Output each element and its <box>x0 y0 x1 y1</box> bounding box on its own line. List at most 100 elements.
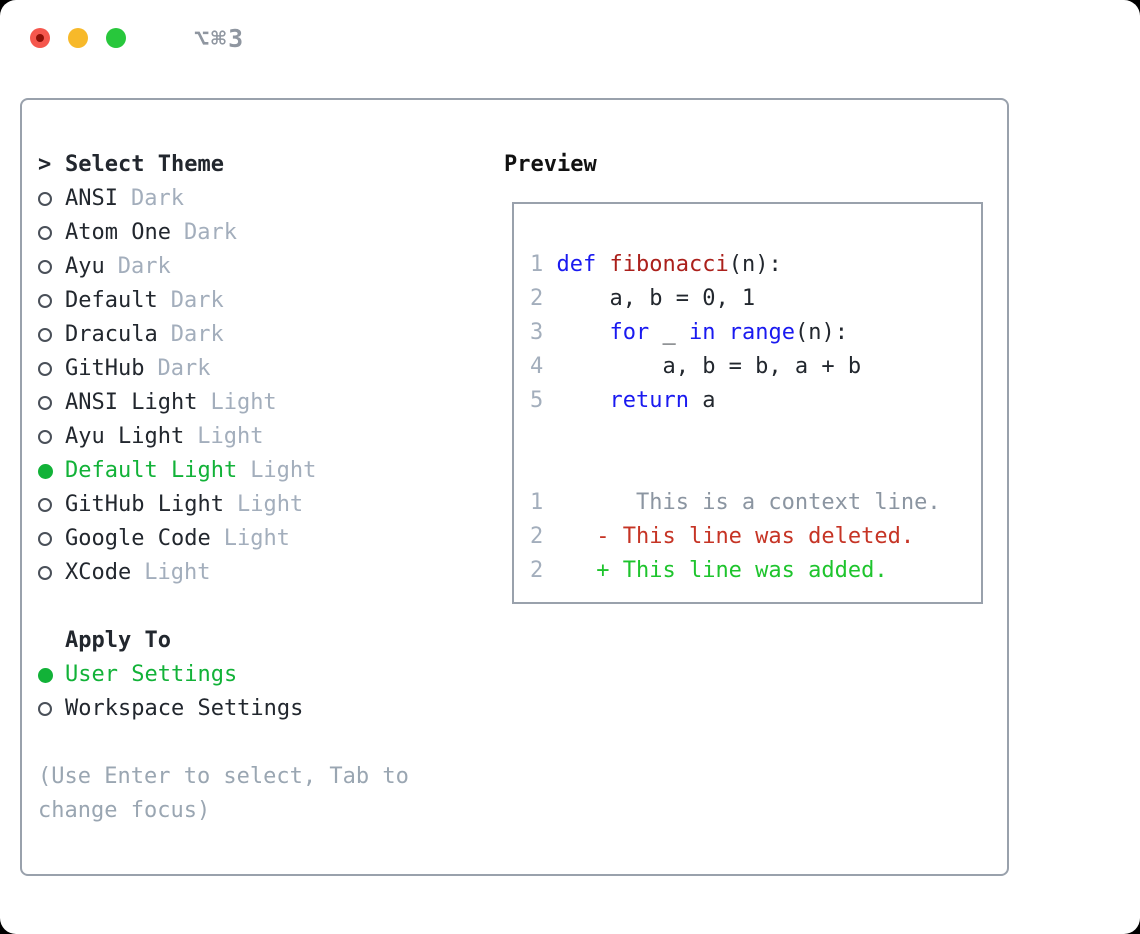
spacer <box>38 726 470 760</box>
theme-variant-tag: Light <box>236 492 304 517</box>
code-token <box>715 320 728 345</box>
apply-to-option-label: User Settings <box>65 662 238 687</box>
radio-icon <box>38 362 52 376</box>
close-dot-icon <box>36 34 44 42</box>
zoom-button[interactable] <box>106 28 126 48</box>
theme-variant-tag: Dark <box>157 356 211 381</box>
radio-selected-icon <box>38 667 53 683</box>
diff-line: 2 - This line was deleted. <box>530 520 981 554</box>
theme-variant-tag: Light <box>197 424 264 449</box>
line-number: 5 <box>530 388 557 413</box>
radio-cell <box>38 294 65 308</box>
line-number: 1 <box>530 252 557 277</box>
radio-icon <box>38 396 52 410</box>
blank-line <box>530 452 981 486</box>
diff-text: + This line was added. <box>596 558 888 583</box>
radio-cell <box>38 362 65 376</box>
theme-option-label: Atom One <box>65 220 171 245</box>
theme-variant-tag: Dark <box>170 322 224 347</box>
theme-option-label: Default Light <box>65 458 238 483</box>
code-token: fibonacci <box>609 252 729 277</box>
theme-option[interactable]: XCode Light <box>38 556 470 590</box>
code-token: _ <box>649 320 689 345</box>
theme-option-label: Google Code <box>65 526 211 551</box>
theme-option[interactable]: Ayu Light Light <box>38 420 470 454</box>
apply-to-option[interactable]: Workspace Settings <box>38 692 470 726</box>
theme-option[interactable]: GitHub Light Light <box>38 488 470 522</box>
minimize-button[interactable] <box>68 28 88 48</box>
code-line: 2 a, b = 0, 1 <box>530 282 981 316</box>
apply-to-title: Apply To <box>65 628 171 653</box>
apply-to-option[interactable]: User Settings <box>38 658 470 692</box>
radio-cell <box>38 532 65 546</box>
code-line: 1 def fibonacci(n): <box>530 248 981 282</box>
theme-option-label: ANSI Light <box>65 390 198 415</box>
line-number: 2 <box>530 286 557 311</box>
theme-variant-tag: Dark <box>117 254 171 279</box>
code-token: a <box>688 388 716 413</box>
radio-icon <box>38 430 52 444</box>
radio-cell <box>38 498 65 512</box>
code-token: return <box>609 388 689 413</box>
radio-cell <box>38 328 65 342</box>
code-line: 4 a, b = b, a + b <box>530 350 981 384</box>
radio-cell <box>38 226 65 240</box>
diff-text: - This line was deleted. <box>596 524 915 549</box>
line-number: 3 <box>530 320 557 345</box>
radio-cell <box>38 702 65 716</box>
code-token: range <box>728 320 795 345</box>
close-button[interactable] <box>30 28 50 48</box>
theme-option[interactable]: Dracula Dark <box>38 318 470 352</box>
theme-option-label: Dracula <box>65 322 158 347</box>
theme-option[interactable]: Default Light Light <box>38 454 470 488</box>
cursor-marker: > <box>38 148 65 182</box>
apply-to-header: Apply To <box>38 624 470 658</box>
radio-cell <box>38 192 65 206</box>
theme-option[interactable]: Google Code Light <box>38 522 470 556</box>
diff-line: 2 + This line was added. <box>530 554 981 588</box>
theme-option-label: GitHub <box>65 356 145 381</box>
theme-variant-tag: Light <box>223 526 290 551</box>
code-token: def <box>556 252 597 277</box>
theme-variant-tag: Dark <box>130 186 184 211</box>
traffic-lights <box>30 28 144 48</box>
theme-option-label: XCode <box>65 560 132 585</box>
preview-heading: Preview <box>504 152 597 177</box>
radio-cell <box>38 396 65 410</box>
apply-to-option-label: Workspace Settings <box>65 696 304 721</box>
blank-line <box>530 418 981 452</box>
line-number: 2 <box>530 558 597 583</box>
radio-icon <box>38 532 52 546</box>
diff-line: 1 This is a context line. <box>530 486 981 520</box>
theme-option[interactable]: GitHub Dark <box>38 352 470 386</box>
radio-icon <box>38 328 52 342</box>
radio-icon <box>38 260 52 274</box>
radio-icon <box>38 226 52 240</box>
code-line: 5 return a <box>530 384 981 418</box>
radio-icon <box>38 192 52 206</box>
theme-option-label: GitHub Light <box>65 492 224 517</box>
line-number: 4 <box>530 354 557 379</box>
radio-cell <box>38 430 65 444</box>
radio-cell <box>38 566 65 580</box>
radio-icon <box>38 498 52 512</box>
spacer <box>38 590 470 624</box>
window-title: ⌥⌘3 <box>194 23 246 53</box>
theme-option-label: Ayu Light <box>65 424 185 449</box>
theme-variant-tag: Light <box>250 458 317 483</box>
line-number: 2 <box>530 524 597 549</box>
theme-variant-tag: Light <box>144 560 211 585</box>
line-number: 1 <box>530 490 636 515</box>
radio-cell <box>38 667 65 683</box>
code-token: (n): <box>794 320 848 345</box>
code-token: a, b = 0, 1 <box>556 286 756 311</box>
